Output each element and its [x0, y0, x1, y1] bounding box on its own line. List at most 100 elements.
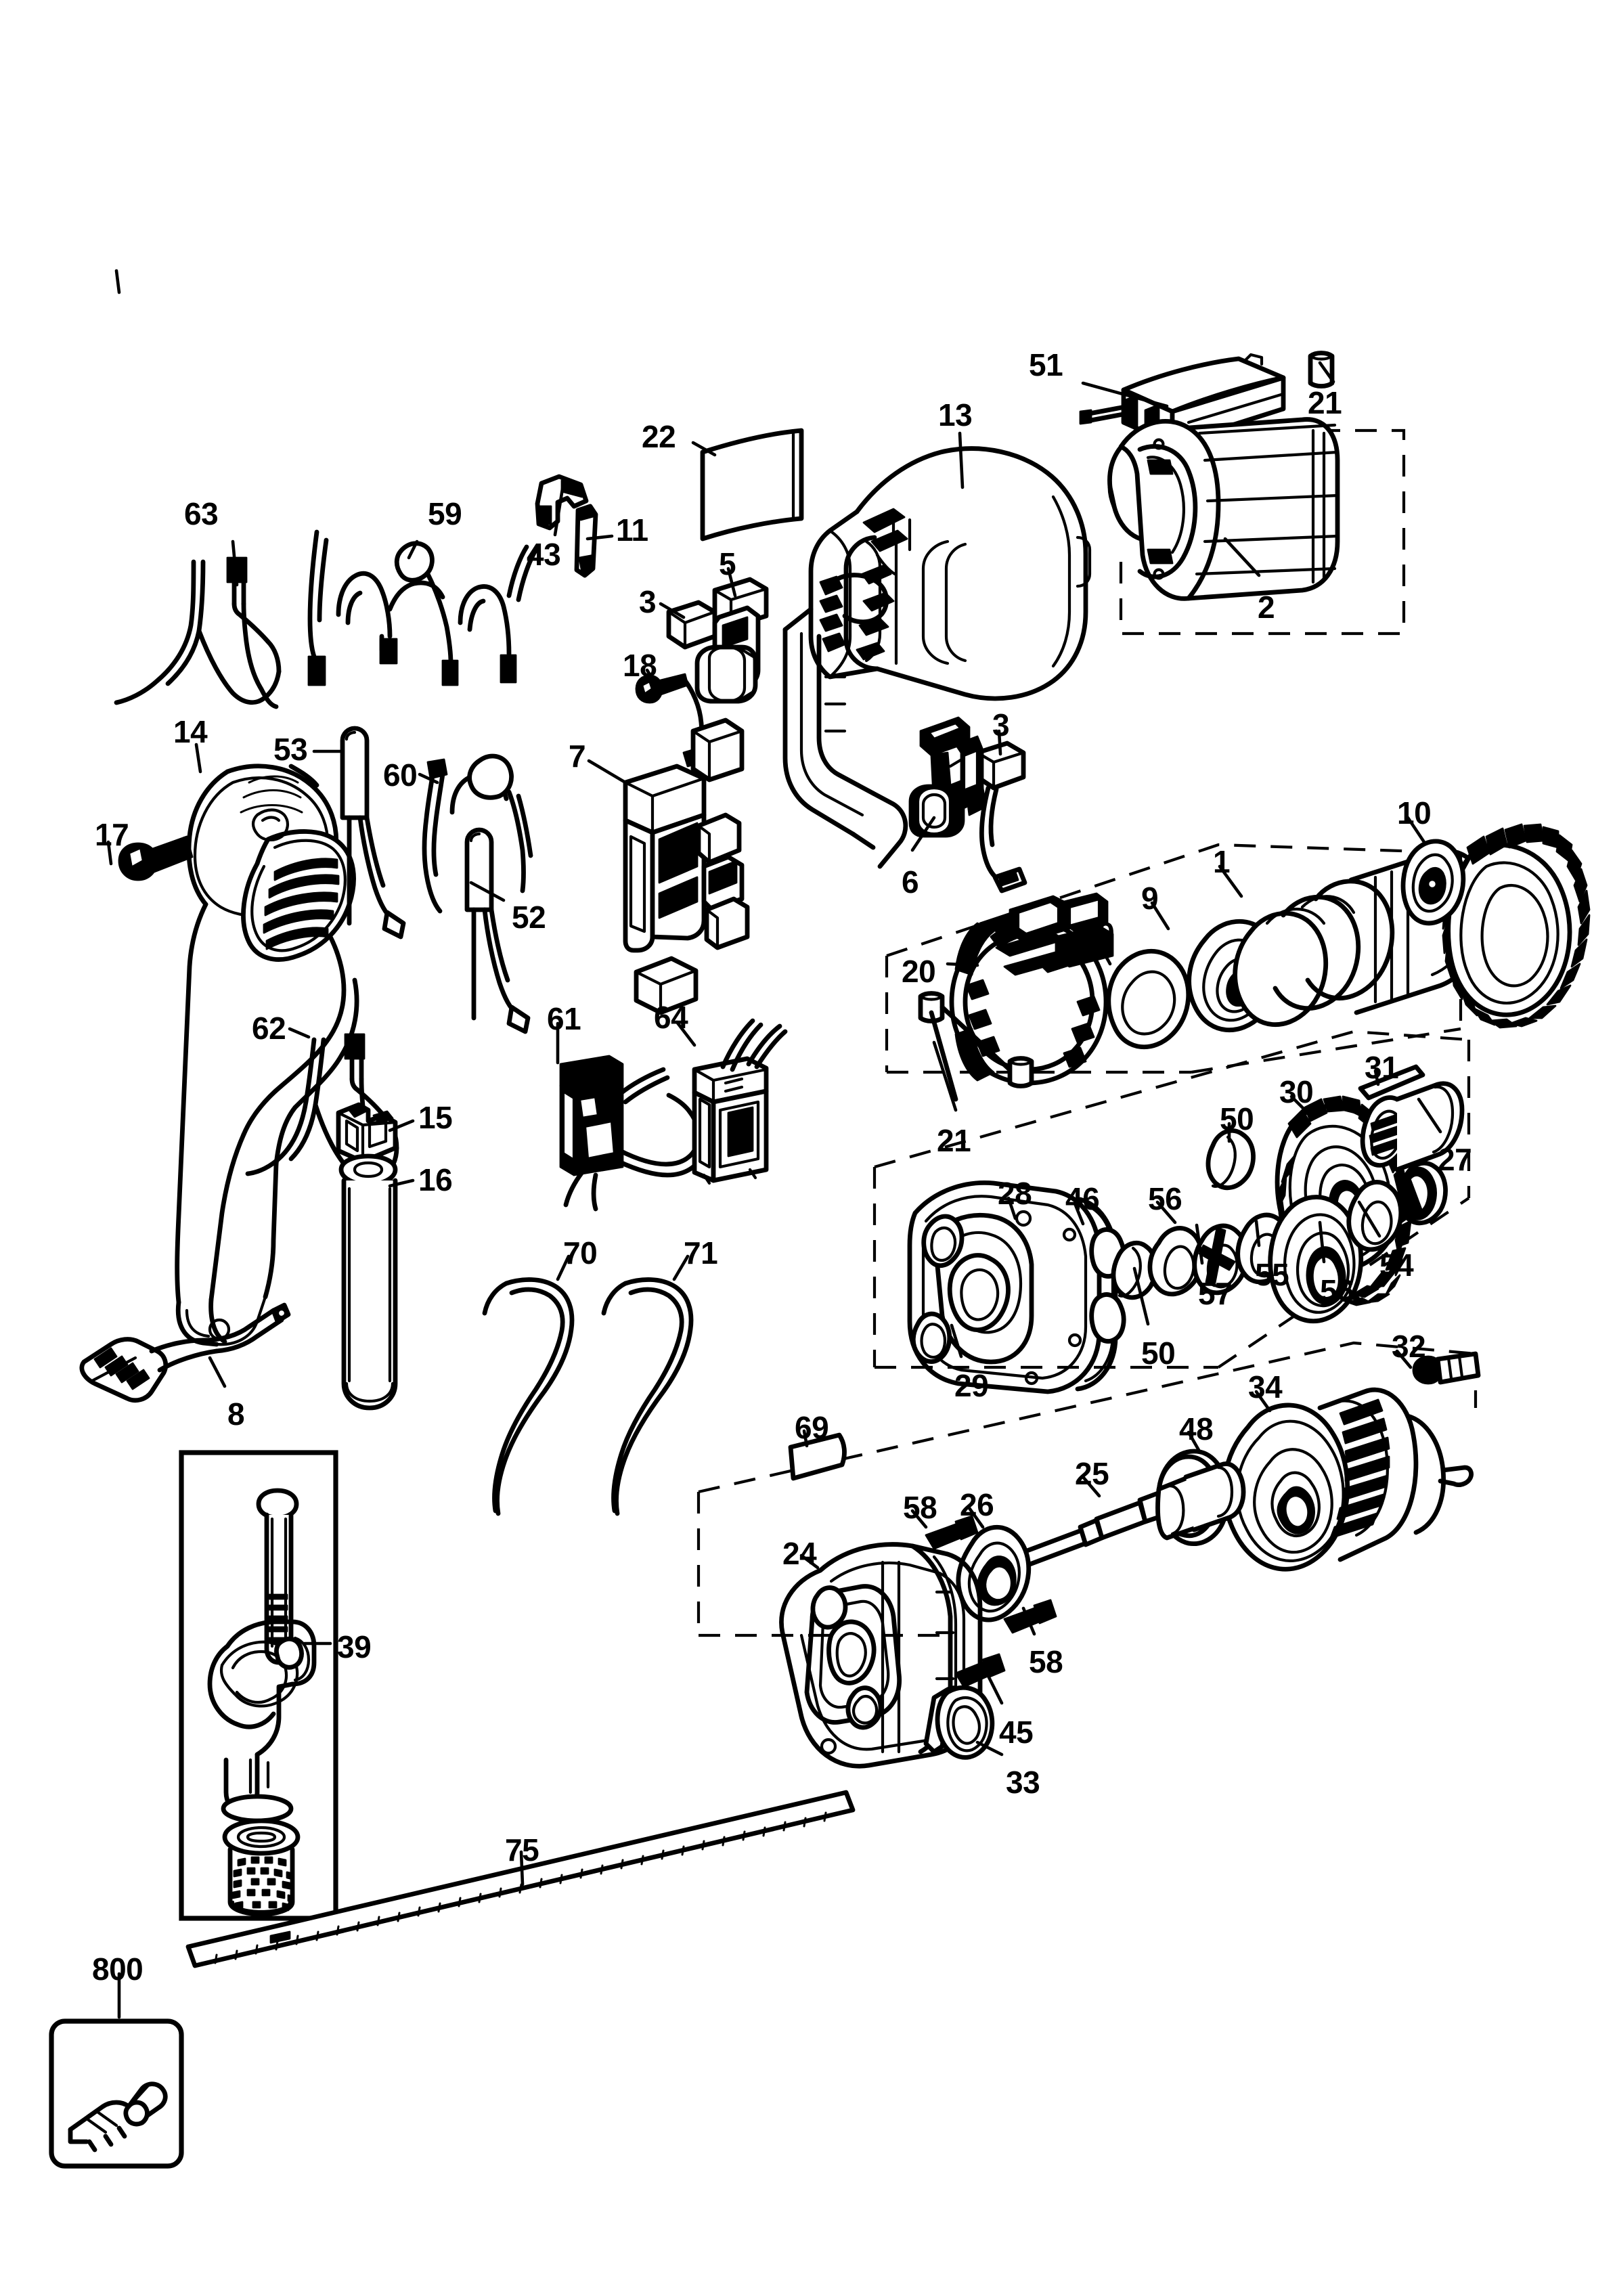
part-33-cover	[923, 1685, 995, 1760]
part-31-pin	[1358, 1064, 1425, 1101]
leader-22	[691, 441, 717, 457]
callout-50: 50	[1141, 1335, 1176, 1371]
callout-34: 34	[1248, 1369, 1283, 1405]
callout-25: 25	[1075, 1456, 1109, 1491]
leader-9	[1150, 901, 1170, 931]
part-25-spindle	[1015, 1461, 1246, 1570]
leader-57	[1195, 1223, 1204, 1265]
leader-6	[910, 816, 936, 852]
leader-56	[1155, 1200, 1177, 1224]
part-800-accessory	[68, 2081, 168, 2152]
leader-26	[967, 1506, 985, 1529]
leader-31	[1373, 1069, 1380, 1086]
part-60-wire-lead	[422, 753, 533, 914]
leader-18	[645, 668, 660, 690]
part-5-switch	[694, 577, 769, 704]
callout-60: 60	[383, 757, 418, 793]
callout-57: 57	[1198, 1276, 1233, 1311]
callout-2: 2	[1258, 590, 1275, 625]
leader-70	[556, 1254, 571, 1281]
callout-7: 7	[569, 738, 586, 774]
part-7-speed-control-module	[623, 718, 750, 1015]
leader-33	[975, 1740, 1004, 1757]
callout-leader-group	[106, 361, 1442, 2019]
callout-19: 19	[1080, 916, 1115, 951]
leader-51	[1081, 381, 1169, 408]
callout-46: 46	[1065, 1181, 1100, 1216]
leader-43	[553, 483, 565, 537]
leader-55	[1254, 1219, 1261, 1248]
callout-55: 55	[1255, 1257, 1289, 1292]
part-20-brush-ring-assembly	[918, 892, 1114, 1102]
leader-58	[910, 1509, 928, 1529]
part-45-screw	[954, 1653, 1006, 1688]
leader-64	[675, 1020, 696, 1047]
part-51-terminal-block	[1079, 353, 1286, 454]
leader-7	[587, 759, 627, 785]
leader-28	[1006, 1196, 1017, 1220]
part-55-pinion-gear	[1268, 1195, 1404, 1324]
leader-34	[1254, 1390, 1272, 1413]
callout-50: 50	[1220, 1101, 1254, 1136]
callout-leader-lines	[114, 269, 121, 294]
callout-6: 6	[902, 864, 919, 900]
callout-64: 64	[654, 1000, 688, 1035]
part-24-gear-case	[779, 1542, 983, 1769]
leader-8	[208, 1356, 227, 1388]
callout-26: 26	[960, 1487, 994, 1522]
part-3-capacitor-right	[975, 741, 1027, 893]
callout-16: 16	[418, 1162, 453, 1197]
leader-29	[950, 1323, 963, 1359]
callout-45: 45	[999, 1715, 1034, 1750]
callout-75: 75	[505, 1832, 539, 1868]
part-27-needle-bearing	[1360, 1081, 1465, 1172]
part-17-screw	[118, 835, 194, 881]
leader-32	[1395, 1349, 1413, 1369]
callout-53: 53	[273, 732, 308, 767]
callout-800: 800	[92, 1951, 143, 1987]
part-19-washer	[1106, 948, 1191, 1050]
callout-39: 39	[337, 1629, 372, 1664]
callout-59: 59	[428, 496, 462, 531]
leader-50	[1132, 1266, 1150, 1326]
callout-62: 62	[252, 1011, 286, 1046]
leader-14	[194, 743, 202, 774]
leader-27	[1417, 1097, 1442, 1134]
part-3-capacitor-left	[666, 600, 717, 650]
part-64-switch-module	[692, 1018, 788, 1185]
part-57-thrust-bearing	[1192, 1223, 1249, 1296]
callout-31: 31	[1365, 1050, 1399, 1085]
callout-10: 10	[1397, 795, 1432, 831]
part-39-auxiliary-handle	[207, 1488, 317, 1917]
callout-28: 28	[998, 1176, 1032, 1211]
part-15-clamp	[336, 1102, 398, 1164]
leader-25	[1081, 1475, 1101, 1498]
leader-62	[288, 1027, 311, 1039]
callout-32: 32	[1392, 1329, 1426, 1364]
part-8-cord-plug	[79, 1302, 291, 1403]
callout-58: 58	[1029, 1644, 1063, 1679]
callout-43: 43	[527, 537, 561, 572]
leader-19	[1093, 935, 1112, 966]
part-56-washer-far-right	[1346, 1180, 1404, 1252]
leader-59	[407, 539, 419, 560]
callout-13: 13	[938, 397, 973, 433]
part-34-chuck	[1222, 1387, 1474, 1572]
part-6-brush-holder	[908, 716, 987, 838]
callout-56: 56	[1148, 1181, 1182, 1216]
part-26-bearing	[956, 1524, 1032, 1622]
group-gearbox-dashed-boundary	[872, 1030, 1471, 1369]
leader-1	[1218, 864, 1243, 898]
part-2-field	[1107, 417, 1340, 601]
leader-48	[1187, 1430, 1201, 1453]
callout-48: 48	[1179, 1411, 1214, 1447]
callout-69: 69	[795, 1410, 829, 1445]
callout-15: 15	[418, 1100, 453, 1135]
leader-60	[418, 772, 439, 785]
callout-22: 22	[642, 419, 676, 454]
callout-3: 3	[639, 584, 657, 619]
callout-52: 52	[512, 900, 546, 935]
leader-63	[231, 539, 239, 587]
callout-8: 8	[227, 1396, 245, 1432]
